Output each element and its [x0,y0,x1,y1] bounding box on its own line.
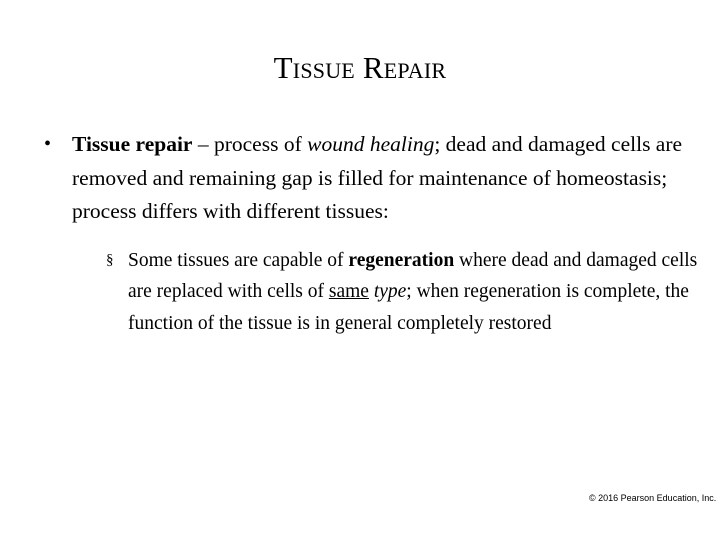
bullet-marker-section: § [106,251,114,268]
page-title: Tissue Repair [273,50,447,85]
bullet1-seg2: – process of [192,132,308,156]
bullet2-seg1: Some tissues are capable of [128,249,349,271]
term-type: type [373,281,407,302]
bullet-level1-text: Tissue repair – process of wound healing… [72,132,682,223]
term-same: same [328,281,369,302]
term-regeneration: regeneration [348,249,455,271]
bullet2-seg3: where dead and damaged cells are replace… [128,249,698,303]
bullet-level1: • Tissue repair – process of wound heali… [30,128,702,229]
bullet-marker-dot: • [44,133,52,155]
term-wound-healing: wound healing [307,132,435,156]
bullet2-seg7: ; when regeneration is complete, the fun… [128,281,689,334]
slide-body: • Tissue repair – process of wound heali… [30,128,702,339]
copyright-notice: © 2016 Pearson Education, Inc. [589,493,717,503]
bullet-level2: § Some tissues are capable of regenerati… [102,245,702,340]
term-tissue-repair: Tissue repair [72,132,193,156]
bullet-level2-text: Some tissues are capable of regeneration… [128,250,697,334]
bullet1-seg4: ; dead and damaged cells are removed and… [72,132,683,223]
